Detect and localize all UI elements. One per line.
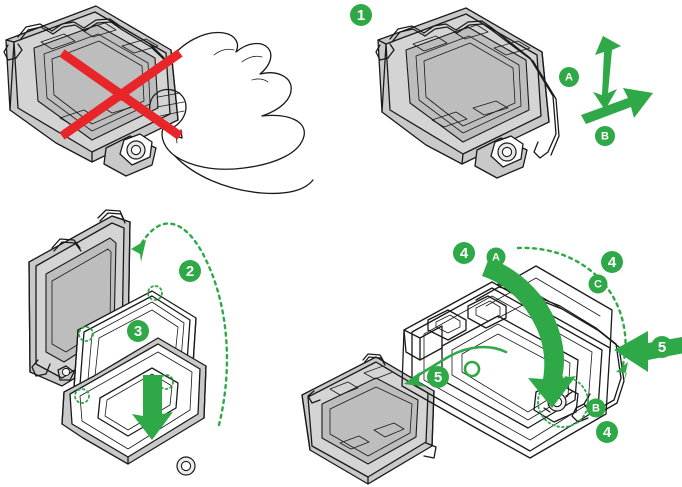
arc-lift-load-plate	[131, 222, 229, 427]
socket-assembly-step1	[375, 7, 560, 179]
badge-step-4-left: 4	[453, 242, 475, 264]
badge-step-3: 3	[127, 320, 149, 342]
badge-callout-a: A	[559, 67, 579, 87]
badge-step-4-right-label: 4	[608, 254, 617, 271]
badge-callout-b: B	[595, 126, 615, 146]
panel-step-1: 1 A B	[350, 4, 653, 179]
arrow-5-remove-cap	[404, 345, 508, 387]
badge-step-4-left-label: 4	[460, 245, 469, 262]
badge-callout-b-2: B	[586, 398, 606, 418]
badge-callout-a-2: A	[486, 247, 506, 267]
badge-step-5-left: 5	[427, 366, 449, 388]
badge-step-4-bottom-label: 4	[603, 424, 612, 441]
badge-step-5-right: 5	[651, 336, 673, 358]
socket-assembly-warning	[3, 5, 179, 177]
badge-callout-c: C	[588, 274, 608, 294]
badge-step-2-label: 2	[186, 263, 194, 280]
socket-closing-assembly	[401, 265, 625, 459]
pnp-cap-removed	[301, 353, 437, 485]
arrow-a-close-load-plate	[482, 258, 576, 408]
badge-step-5-left-label: 5	[434, 369, 442, 386]
panel-warning-do-not-touch	[3, 5, 314, 195]
badge-step-4-right: 4	[601, 251, 623, 273]
red-x-prohibition-mark	[59, 49, 183, 140]
panel-step-2-3: 2 3	[28, 209, 229, 476]
badge-callout-a-2-label: A	[492, 252, 500, 264]
badge-callout-b-label: B	[601, 131, 609, 143]
panel-step-4-5: 4 A 4 C B 4 5 5	[301, 242, 682, 485]
badge-callout-c-label: C	[594, 279, 602, 291]
arrow-insert-cpu	[132, 375, 173, 440]
badge-callout-a-label: A	[565, 72, 573, 84]
badge-step-3-label: 3	[134, 323, 142, 340]
arrow-a-press-down	[593, 36, 621, 110]
badge-step-4-bottom: 4	[596, 421, 618, 443]
badge-callout-b-2-label: B	[592, 403, 600, 415]
arrow-b-push-out	[581, 88, 653, 124]
badge-step-2: 2	[179, 260, 201, 282]
hinge-highlight	[537, 376, 589, 428]
badge-step-1-label: 1	[357, 7, 365, 24]
badge-step-5-right-label: 5	[658, 339, 666, 356]
badge-step-1: 1	[350, 4, 372, 26]
